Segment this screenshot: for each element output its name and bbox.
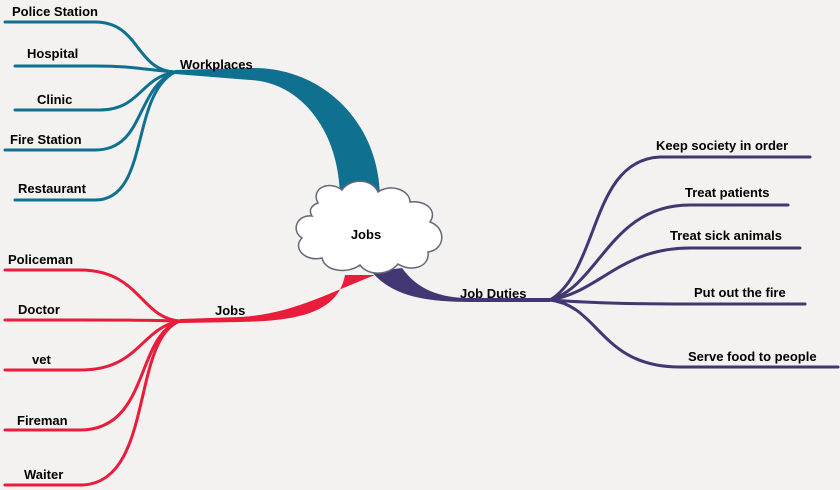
leaf-put-out-fire: Put out the fire (694, 285, 786, 300)
job-duties-label: Job Duties (460, 286, 526, 301)
leaf-fireman: Fireman (17, 413, 68, 428)
leaf-treat-animals: Treat sick animals (670, 228, 782, 243)
branch-line-hospital (13, 64, 177, 74)
jobs-trunk (180, 275, 375, 323)
leaf-vet: vet (32, 352, 51, 367)
leaf-waiter: Waiter (24, 467, 63, 482)
branch-line-treat-patients (548, 203, 790, 302)
branch-line-policeman (3, 268, 182, 323)
branch-line-keep-society (548, 155, 812, 302)
branch-line-police-station (3, 20, 177, 74)
leaf-keep-society: Keep society in order (656, 138, 788, 153)
branch-line-waiter (3, 319, 182, 487)
jobs-label: Jobs (215, 303, 245, 318)
leaf-policeman: Policeman (8, 252, 73, 267)
branch-line-put-out-fire (548, 298, 807, 306)
branch-line-restaurant (13, 70, 177, 202)
branch-line-fireman (3, 319, 182, 432)
branch-line-serve-food (548, 298, 840, 369)
branch-line-vet (3, 319, 182, 372)
duties-branch (548, 155, 840, 369)
center-cloud: Jobs (295, 180, 443, 274)
leaf-fire-station: Fire Station (10, 132, 82, 147)
leaf-restaurant: Restaurant (18, 181, 87, 196)
workplaces-label: Workplaces (180, 57, 253, 72)
workplaces-trunk (175, 67, 380, 200)
cloud-shape (295, 180, 443, 274)
leaf-hospital: Hospital (27, 46, 78, 61)
branch-line-treat-animals (548, 246, 802, 302)
jobs-branch (3, 268, 182, 487)
leaf-clinic: Clinic (37, 92, 72, 107)
branch-line-fire-station (3, 70, 177, 152)
leaf-police-station: Police Station (12, 4, 98, 19)
leaf-serve-food: Serve food to people (688, 349, 817, 364)
duties-trunk (372, 268, 550, 302)
branch-line-doctor (3, 318, 182, 323)
leaf-doctor: Doctor (18, 302, 60, 317)
workplaces-branch (3, 20, 177, 202)
leaf-treat-patients: Treat patients (685, 185, 770, 200)
branch-line-clinic (13, 70, 177, 112)
center-label: Jobs (351, 227, 381, 242)
